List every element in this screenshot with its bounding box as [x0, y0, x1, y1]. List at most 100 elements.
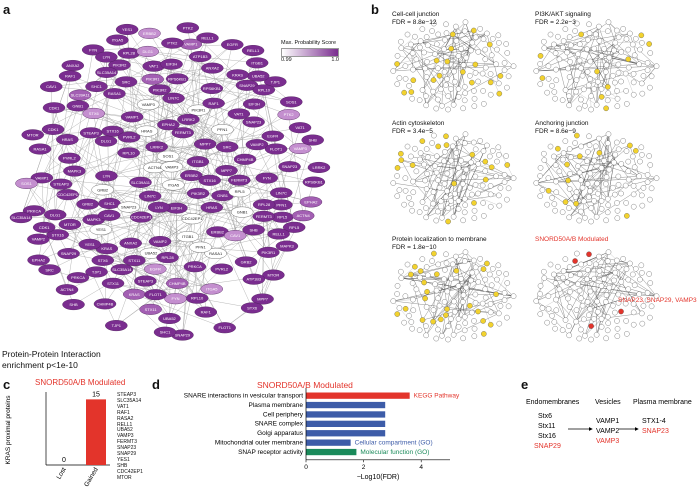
network-node	[455, 206, 462, 212]
network-node	[422, 177, 428, 184]
network-node	[467, 302, 473, 309]
network-node	[552, 325, 558, 332]
svg-text:KRAS: KRAS	[101, 246, 112, 251]
subnetwork-3	[533, 131, 660, 225]
network-node	[555, 145, 561, 152]
svg-text:RPL28: RPL28	[123, 51, 136, 56]
network-node	[482, 158, 489, 165]
svg-text:MPP7: MPP7	[257, 297, 269, 302]
network-node	[577, 153, 583, 160]
protein-node: MAPK3	[63, 165, 86, 177]
network-node	[488, 164, 495, 170]
protein-node: VAMP3	[289, 143, 312, 155]
network-node	[471, 103, 478, 109]
protein-node: ATP1B3	[188, 51, 212, 63]
protein-node: SHC1	[98, 197, 121, 209]
network-node	[484, 142, 490, 149]
protein-node: FLOT1	[213, 322, 236, 334]
network-node	[477, 26, 483, 32]
network-node	[422, 65, 428, 72]
svg-text:ACTN4: ACTN4	[148, 165, 162, 170]
network-node	[430, 189, 437, 195]
protein-list-item: SLC35A14	[117, 397, 142, 404]
network-node	[458, 46, 464, 52]
svg-text:UBA52: UBA52	[163, 316, 176, 321]
d-xtick: 0	[304, 464, 308, 471]
network-node	[425, 272, 431, 279]
network-node	[576, 105, 583, 112]
network-node	[573, 77, 580, 83]
network-node	[434, 41, 440, 48]
network-node	[633, 266, 639, 272]
network-node	[615, 182, 622, 188]
svg-text:EPHA2: EPHA2	[32, 258, 46, 263]
network-node	[455, 86, 462, 92]
network-node	[640, 303, 647, 309]
svg-text:STX11: STX11	[128, 258, 141, 263]
network-node	[404, 143, 411, 150]
network-node	[547, 31, 554, 38]
protein-node: FERMT3	[252, 210, 275, 222]
network-node	[484, 260, 490, 267]
network-node	[475, 308, 481, 315]
network-node	[605, 196, 611, 202]
svg-text:RASA1: RASA1	[33, 147, 47, 152]
network-node	[417, 150, 424, 156]
network-node	[560, 274, 566, 281]
network-node	[629, 271, 636, 278]
network-node	[587, 58, 594, 65]
network-node	[412, 145, 418, 152]
network-node	[594, 68, 600, 75]
network-node	[462, 320, 468, 326]
svg-text:SOS1: SOS1	[163, 154, 174, 159]
network-node	[573, 189, 580, 195]
protein-node: RAF1	[58, 70, 82, 82]
e-vesicle-red: VAMP3	[596, 438, 619, 445]
protein-node: YES1	[78, 238, 101, 250]
network-node	[552, 207, 558, 214]
protein-list-item: CDC42EP1	[117, 468, 143, 475]
network-node	[398, 150, 404, 157]
svg-text:FERMT3: FERMT3	[256, 214, 273, 219]
protein-node: SNAP23	[278, 161, 301, 173]
network-node	[595, 190, 601, 197]
svg-text:MPP7: MPP7	[200, 142, 212, 147]
protein-node: FERMT3	[228, 174, 251, 186]
network-node	[639, 152, 645, 158]
d-bar	[306, 401, 386, 409]
network-node	[596, 23, 602, 30]
network-node	[556, 56, 563, 63]
network-node	[419, 138, 426, 144]
svg-text:STX11: STX11	[145, 307, 158, 312]
network-node	[644, 67, 651, 73]
network-node	[598, 206, 605, 212]
network-node	[615, 34, 622, 41]
network-node	[612, 309, 618, 316]
network-node	[653, 63, 660, 69]
svg-text:CDC42EP1: CDC42EP1	[57, 192, 78, 197]
network-node	[630, 321, 637, 328]
svg-text:SHB: SHB	[309, 138, 318, 143]
svg-text:SLC39A11: SLC39A11	[131, 180, 151, 185]
svg-text:YES1: YES1	[122, 27, 133, 32]
svg-text:STEAP3: STEAP3	[138, 279, 154, 284]
network-node	[553, 178, 559, 185]
svg-text:PIK3R1: PIK3R1	[146, 77, 161, 82]
network-node	[495, 144, 502, 151]
network-node	[468, 277, 474, 284]
network-node	[455, 165, 462, 171]
network-node	[630, 301, 637, 307]
protein-node: LRRK2	[177, 113, 200, 125]
network-node	[433, 169, 440, 176]
svg-text:STEAP3: STEAP3	[53, 182, 69, 187]
network-node	[445, 93, 451, 99]
network-node	[559, 327, 566, 333]
network-node	[439, 332, 445, 339]
network-node	[541, 157, 548, 163]
network-node	[443, 133, 449, 140]
network-node	[625, 294, 632, 301]
network-node	[633, 148, 639, 154]
svg-text:FYN: FYN	[263, 176, 271, 181]
